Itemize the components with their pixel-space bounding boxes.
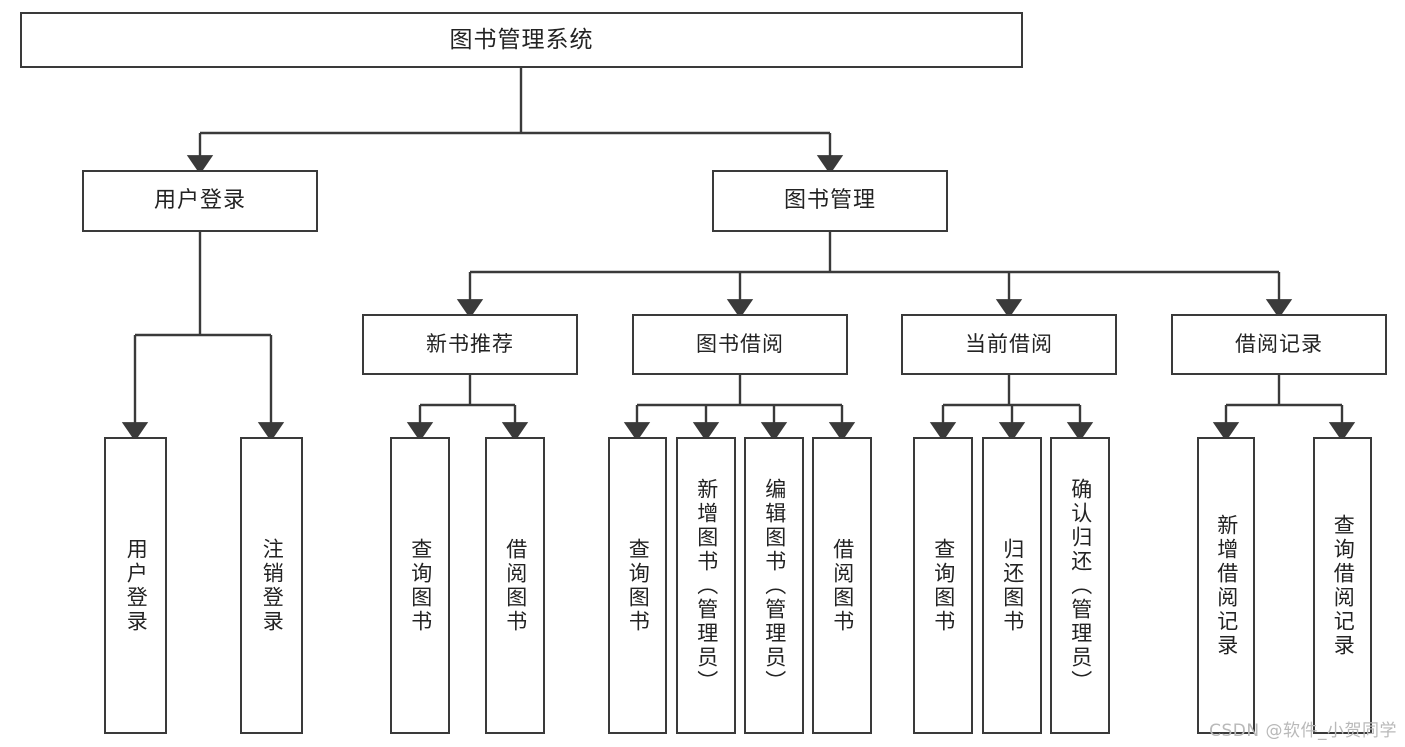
- node-label: 用户登录: [124, 537, 149, 634]
- node-leaf-query-record[interactable]: 查询借阅记录: [1313, 437, 1372, 734]
- node-root[interactable]: 图书管理系统: [20, 12, 1023, 68]
- node-label: 查询图书: [931, 537, 956, 634]
- node-label: 新增图书（管理员）: [694, 477, 719, 694]
- node-label: 图书管理系统: [449, 26, 594, 53]
- node-label: 确认归还（管理员）: [1068, 477, 1093, 694]
- node-leaf-return-book[interactable]: 归还图书: [982, 437, 1042, 734]
- node-label: 借阅记录: [1235, 332, 1323, 357]
- node-label: 新增借阅记录: [1214, 513, 1239, 658]
- node-label: 查询借阅记录: [1331, 513, 1356, 658]
- node-label: 查询图书: [626, 537, 651, 634]
- node-leaf-user-login[interactable]: 用户登录: [104, 437, 167, 734]
- node-new-book-rec[interactable]: 新书推荐: [362, 314, 578, 375]
- node-leaf-logout[interactable]: 注销登录: [240, 437, 303, 734]
- node-label: 查询图书: [408, 537, 433, 634]
- node-leaf-edit-book[interactable]: 编辑图书（管理员）: [744, 437, 804, 734]
- node-leaf-query-book-3[interactable]: 查询图书: [913, 437, 973, 734]
- node-book-borrow[interactable]: 图书借阅: [632, 314, 848, 375]
- node-leaf-borrow-book-2[interactable]: 借阅图书: [812, 437, 872, 734]
- node-leaf-confirm-return[interactable]: 确认归还（管理员）: [1050, 437, 1110, 734]
- watermark: CSDN @软件_小贺同学: [1209, 721, 1397, 741]
- node-label: 当前借阅: [965, 332, 1053, 357]
- node-label: 注销登录: [260, 537, 285, 634]
- node-label: 借阅图书: [503, 537, 528, 634]
- node-leaf-borrow-book-1[interactable]: 借阅图书: [485, 437, 545, 734]
- node-leaf-query-book-2[interactable]: 查询图书: [608, 437, 667, 734]
- node-label: 图书管理: [783, 188, 876, 214]
- node-leaf-query-book-1[interactable]: 查询图书: [390, 437, 450, 734]
- node-leaf-add-book[interactable]: 新增图书（管理员）: [676, 437, 736, 734]
- node-book-manage[interactable]: 图书管理: [712, 170, 948, 232]
- node-label: 编辑图书（管理员）: [762, 477, 787, 694]
- node-label: 借阅图书: [830, 537, 855, 634]
- node-label: 归还图书: [1000, 537, 1025, 634]
- node-label: 新书推荐: [426, 332, 514, 357]
- node-user-login[interactable]: 用户登录: [82, 170, 318, 232]
- node-leaf-add-record[interactable]: 新增借阅记录: [1197, 437, 1255, 734]
- node-borrow-record[interactable]: 借阅记录: [1171, 314, 1387, 375]
- node-label: 图书借阅: [696, 332, 784, 357]
- node-current-borrow[interactable]: 当前借阅: [901, 314, 1117, 375]
- node-label: 用户登录: [153, 188, 246, 214]
